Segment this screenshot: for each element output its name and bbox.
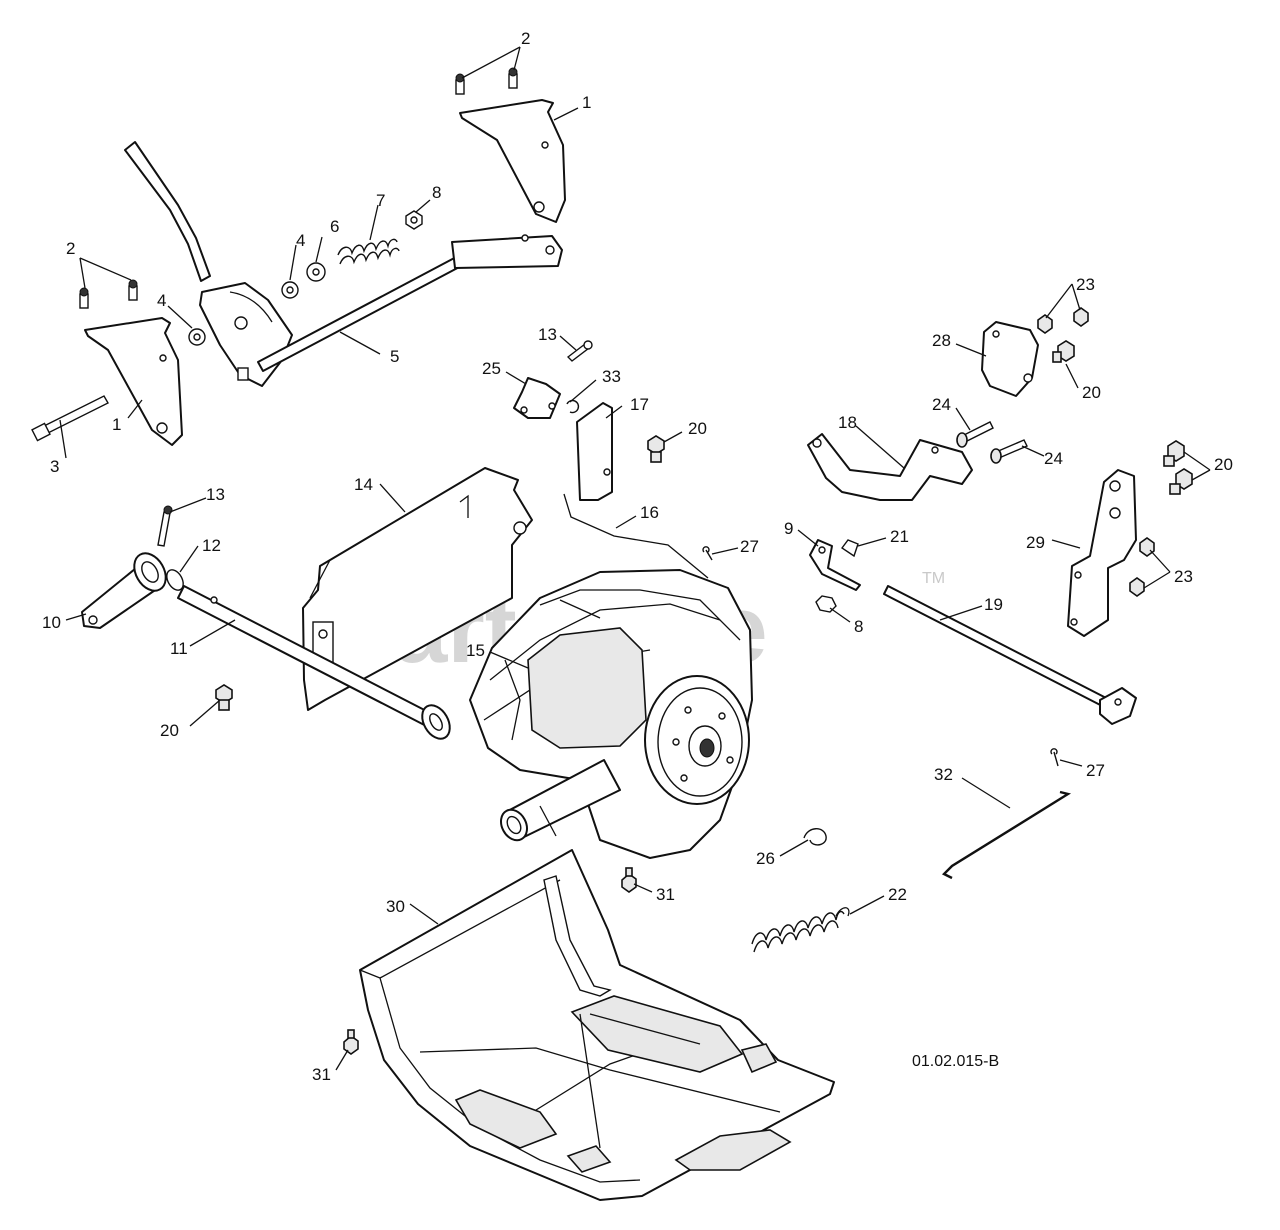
label-2: 2 (66, 239, 75, 258)
transmission-15 (469, 569, 753, 859)
label-1: 1 (112, 415, 121, 434)
floor-pan-30 (343, 849, 835, 1201)
middle-assembly (81, 340, 713, 740)
label-10: 10 (42, 613, 61, 632)
bracket-28 (981, 321, 1039, 397)
label-6: 6 (330, 217, 339, 236)
bracket-29 (1067, 469, 1137, 637)
label-4: 4 (157, 291, 166, 310)
diagram-reference-code: 01.02.015-B (912, 1053, 999, 1070)
bolt-20-right-upper (1052, 340, 1075, 363)
label-8: 8 (854, 617, 863, 636)
label-22: 22 (888, 885, 907, 904)
label-32: 32 (934, 765, 953, 784)
label-11: 11 (170, 639, 188, 658)
leader-lines (59, 46, 1211, 1071)
spring-22 (751, 907, 850, 953)
label-18: 18 (838, 413, 857, 432)
part-labels: 2 1 8 7 6 4 2 4 5 3 1 13 25 33 17 20 28 … (42, 29, 1233, 1084)
label-23: 23 (1174, 567, 1193, 586)
label-20: 20 (1214, 455, 1233, 474)
label-12: 12 (202, 536, 221, 555)
label-24: 24 (1044, 449, 1063, 468)
rod-16 (563, 493, 709, 579)
label-1: 1 (582, 93, 591, 112)
clip-26 (803, 828, 827, 846)
label-30: 30 (386, 897, 405, 916)
label-7: 7 (376, 191, 385, 210)
label-13: 13 (206, 485, 225, 504)
label-14: 14 (354, 475, 373, 494)
bolt-20-right-pair (1163, 440, 1193, 495)
bolt-13-left (157, 511, 171, 547)
label-31: 31 (656, 885, 675, 904)
label-8: 8 (432, 183, 441, 202)
label-17: 17 (630, 395, 649, 414)
cotter-pin-27-lower (1050, 748, 1059, 767)
label-13: 13 (538, 325, 557, 344)
label-19: 19 (984, 595, 1003, 614)
label-16: 16 (640, 503, 659, 522)
rod-32 (941, 790, 1072, 880)
label-20: 20 (1082, 383, 1101, 402)
control-lever (124, 141, 211, 282)
label-26: 26 (756, 849, 775, 868)
label-21: 21 (890, 527, 909, 546)
bolt-2-left-pair (79, 279, 138, 309)
label-25: 25 (482, 359, 501, 378)
label-23: 23 (1076, 275, 1095, 294)
bolt-31-upper (621, 867, 637, 893)
right-upper-assembly (621, 307, 1193, 953)
rod-5 (257, 254, 466, 372)
bracket-1-left (84, 317, 183, 446)
plate-14 (302, 467, 533, 711)
label-3: 3 (50, 457, 59, 476)
watermark-trademark: TM (922, 570, 945, 587)
bolt-21 (840, 539, 859, 558)
label-33: 33 (602, 367, 621, 386)
bolt-3 (41, 395, 109, 435)
label-29: 29 (1026, 533, 1045, 552)
label-4: 4 (296, 231, 305, 250)
upper-linkage-assembly (31, 67, 566, 446)
bolt-20-lower-left (215, 684, 233, 711)
clip-33 (566, 399, 580, 414)
bracket-18 (807, 433, 973, 501)
washer-12 (166, 569, 184, 591)
label-15: 15 (466, 641, 485, 660)
label-31: 31 (312, 1065, 331, 1084)
label-20: 20 (160, 721, 179, 740)
label-24: 24 (932, 395, 951, 414)
label-9: 9 (784, 519, 793, 538)
label-2: 2 (521, 29, 530, 48)
spring-7 (337, 238, 400, 265)
bolt-20-middle (647, 435, 665, 463)
label-27: 27 (1086, 761, 1105, 780)
label-5: 5 (390, 347, 399, 366)
bolt-2-top-pair (455, 67, 518, 95)
bolt-31-lower (343, 1029, 359, 1055)
bracket-17 (576, 402, 613, 501)
label-28: 28 (932, 331, 951, 350)
cotter-pin-27-upper (702, 546, 713, 561)
bracket-1-upper (459, 99, 566, 223)
label-20: 20 (688, 419, 707, 438)
label-27: 27 (740, 537, 759, 556)
